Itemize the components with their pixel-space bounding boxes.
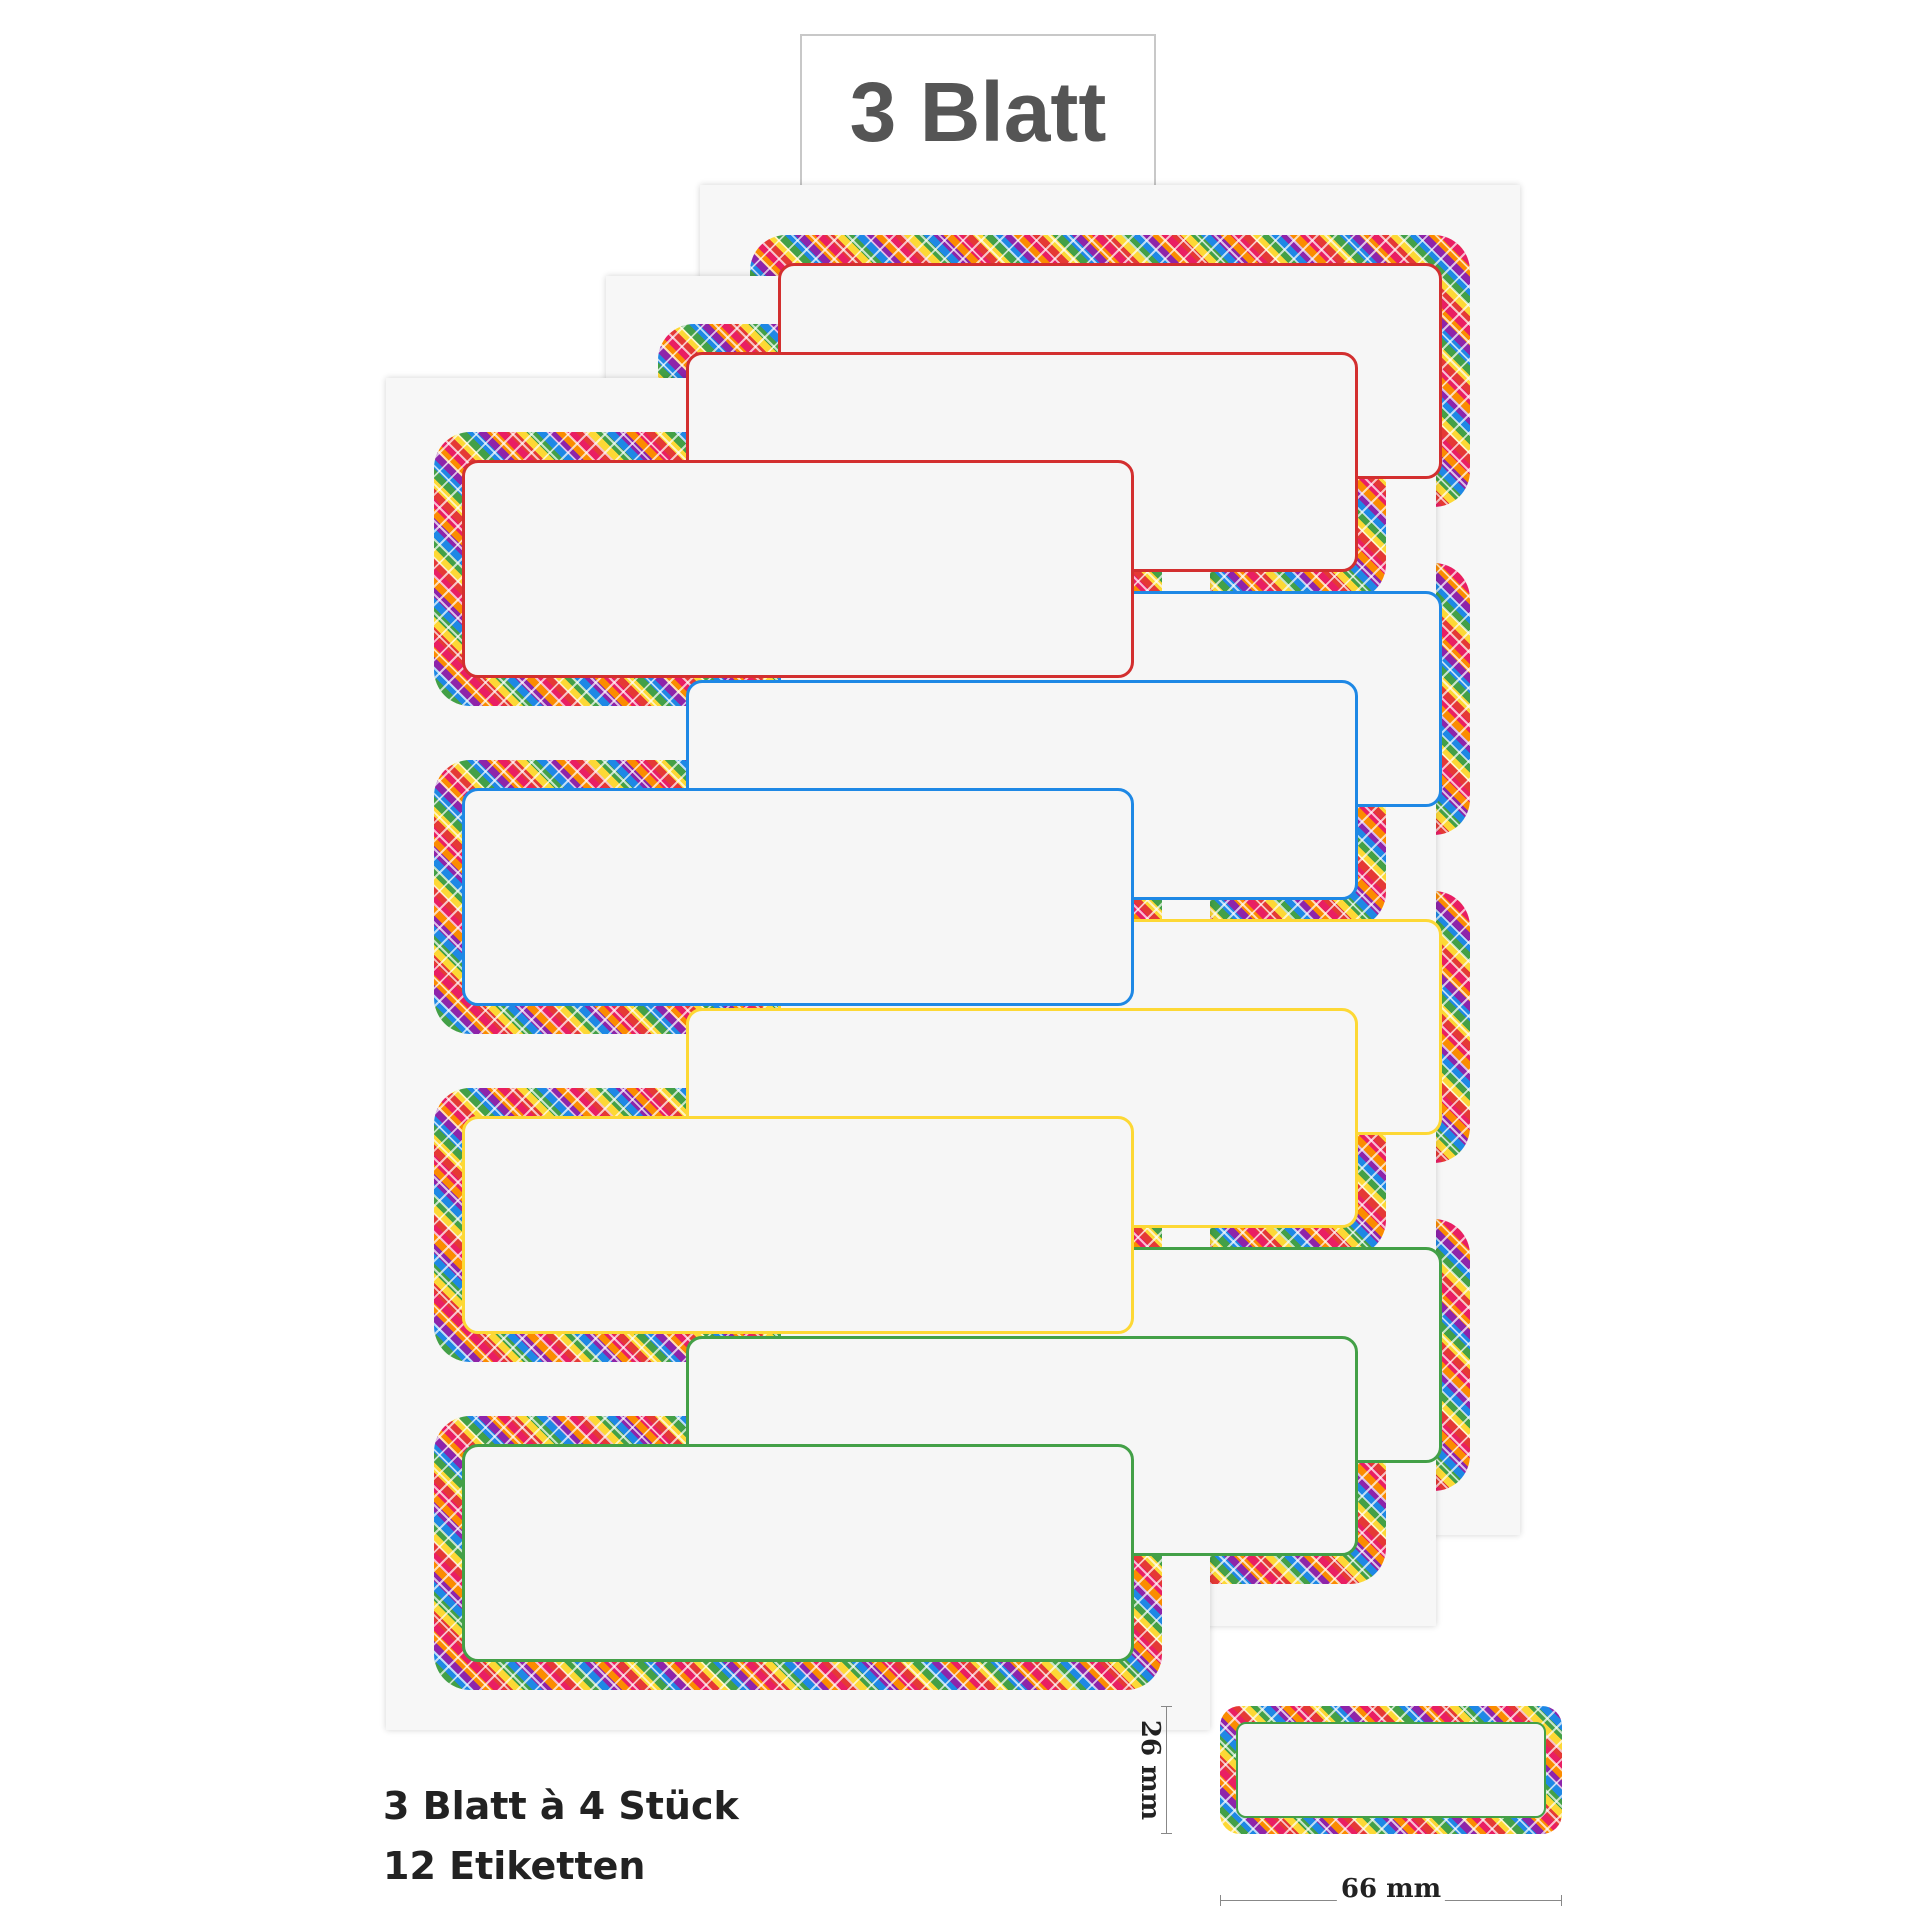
- label-sheet-front: [386, 378, 1210, 1730]
- height-dimension-line: [1161, 1706, 1172, 1834]
- title-box: 3 Blatt: [800, 34, 1156, 190]
- caption-line-labels: 12 Etiketten: [383, 1844, 646, 1888]
- width-dimension-label: 66 mm: [1336, 1874, 1446, 1904]
- product-caption: 3 Blatt à 4 Stück 12 Etiketten: [383, 1776, 739, 1896]
- label-frame: [434, 1416, 1162, 1690]
- label-frame: [434, 1088, 1162, 1362]
- page-title: 3 Blatt: [849, 64, 1107, 159]
- caption-line-sheets: 3 Blatt à 4 Stück: [383, 1784, 739, 1828]
- height-dimension-label: 26 mm: [1135, 1719, 1165, 1821]
- sample-label: [1220, 1706, 1562, 1834]
- label-frame: [434, 432, 1162, 706]
- label-frame: [434, 760, 1162, 1034]
